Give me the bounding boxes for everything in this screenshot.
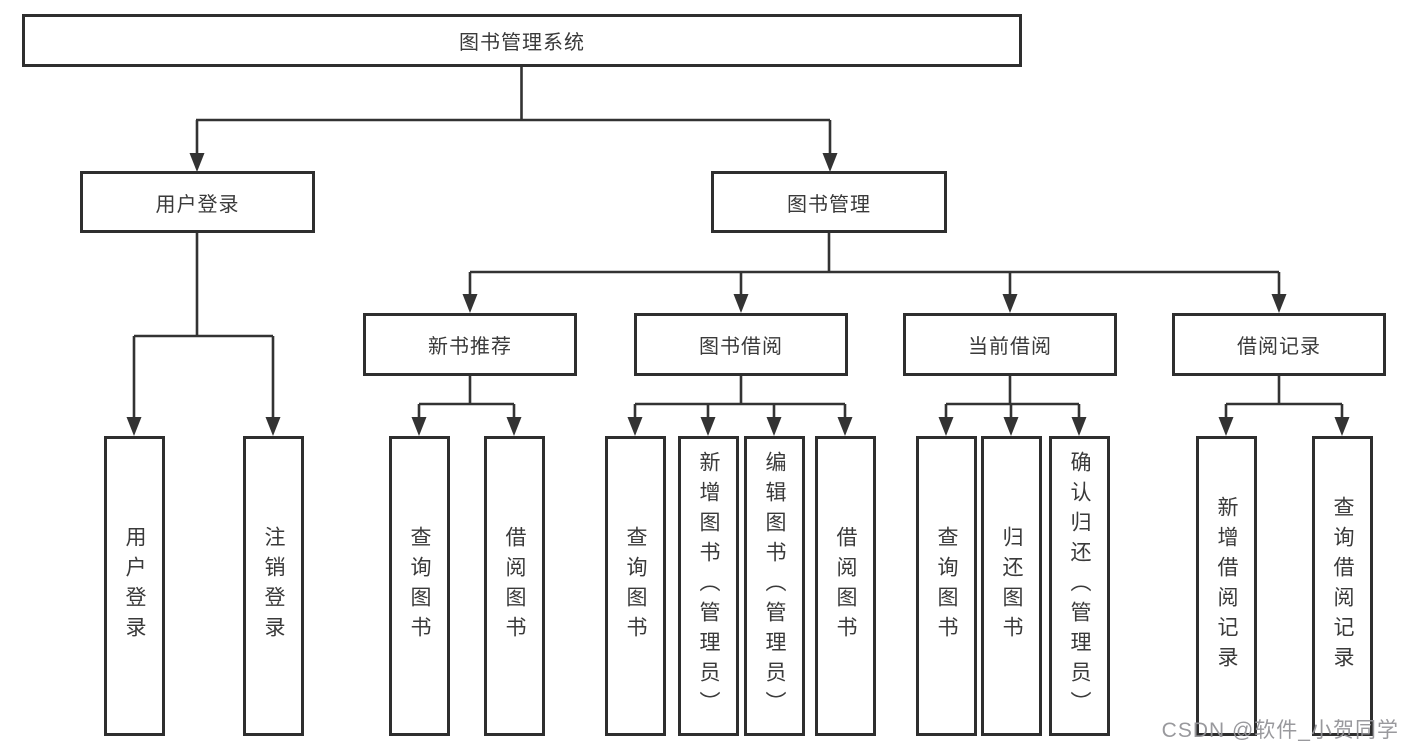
- node-new-book-recommendation-label: 新书推荐: [428, 336, 512, 358]
- leaf-logout: 注销登录: [243, 436, 304, 736]
- node-root-label: 图书管理系统: [459, 32, 585, 54]
- leaf-current-return-books-label: 归还图书: [1000, 526, 1023, 646]
- leaf-borrowing-add-books-admin: 新增图书（管理员）: [678, 436, 739, 736]
- node-book-management: 图书管理: [711, 171, 947, 233]
- arrowhead-down-icon: [462, 294, 478, 313]
- leaf-current-return-books: 归还图书: [981, 436, 1042, 736]
- connector-user-login-to-leaves: [132, 232, 275, 418]
- node-current-borrowing-label: 当前借阅: [968, 336, 1052, 358]
- node-new-book-recommendation: 新书推荐: [363, 313, 577, 376]
- arrowhead-down-icon: [700, 417, 716, 436]
- node-current-borrowing: 当前借阅: [903, 313, 1117, 376]
- connector-root-to-level2: [195, 66, 832, 154]
- leaf-borrowing-add-books-admin-label: 新增图书（管理员）: [697, 451, 720, 721]
- arrowhead-down-icon: [627, 417, 643, 436]
- arrowhead-down-icon: [189, 153, 205, 172]
- leaf-logout-label: 注销登录: [262, 526, 285, 646]
- node-borrowing-records-label: 借阅记录: [1237, 336, 1321, 358]
- arrowheads: [126, 153, 1350, 436]
- leaf-current-confirm-return-admin-label: 确认归还（管理员）: [1068, 451, 1091, 721]
- arrowhead-down-icon: [411, 417, 427, 436]
- arrowhead-down-icon: [506, 417, 522, 436]
- arrowhead-down-icon: [1002, 294, 1018, 313]
- connector-book-borrow-to-leaves: [633, 375, 847, 418]
- arrowhead-down-icon: [126, 417, 142, 436]
- connector-current-borrow-to-leaves: [944, 375, 1081, 418]
- leaf-borrowing-query-books: 查询图书: [605, 436, 666, 736]
- node-root: 图书管理系统: [22, 14, 1022, 67]
- leaf-borrowing-borrow-books: 借阅图书: [815, 436, 876, 736]
- leaf-borrowing-edit-books-admin-label: 编辑图书（管理员）: [763, 451, 786, 721]
- arrowhead-down-icon: [733, 294, 749, 313]
- leaf-borrowing-query-books-label: 查询图书: [624, 526, 647, 646]
- node-user-login-label: 用户登录: [155, 193, 240, 216]
- arrowhead-down-icon: [265, 417, 281, 436]
- arrowhead-down-icon: [837, 417, 853, 436]
- connector-book-mgmt-to-level3: [468, 232, 1281, 295]
- leaf-newrec-query-books: 查询图书: [389, 436, 450, 736]
- leaf-borrowing-borrow-books-label: 借阅图书: [834, 526, 857, 646]
- leaf-records-query-record: 查询借阅记录: [1312, 436, 1373, 736]
- arrowhead-down-icon: [1003, 417, 1019, 436]
- leaf-current-confirm-return-admin: 确认归还（管理员）: [1049, 436, 1110, 736]
- node-book-borrowing-label: 图书借阅: [699, 336, 783, 358]
- leaf-borrowing-edit-books-admin: 编辑图书（管理员）: [744, 436, 805, 736]
- leaf-user-login: 用户登录: [104, 436, 165, 736]
- leaf-records-add-record: 新增借阅记录: [1196, 436, 1257, 736]
- leaf-user-login-label: 用户登录: [123, 526, 146, 646]
- arrowhead-down-icon: [822, 153, 838, 172]
- arrowhead-down-icon: [1218, 417, 1234, 436]
- node-book-management-label: 图书管理: [787, 193, 871, 216]
- connector-new-book-rec-to-leaves: [417, 375, 516, 418]
- leaf-newrec-query-books-label: 查询图书: [408, 526, 431, 646]
- watermark: CSDN @软件_小贺同学: [1161, 719, 1399, 742]
- arrowhead-down-icon: [938, 417, 954, 436]
- leaf-current-query-books-label: 查询图书: [935, 526, 958, 646]
- arrowhead-down-icon: [1334, 417, 1350, 436]
- leaf-records-query-record-label: 查询借阅记录: [1331, 496, 1354, 676]
- arrowhead-down-icon: [1271, 294, 1287, 313]
- leaf-current-query-books: 查询图书: [916, 436, 977, 736]
- node-user-login: 用户登录: [80, 171, 315, 233]
- leaf-newrec-borrow-books: 借阅图书: [484, 436, 545, 736]
- leaf-records-add-record-label: 新增借阅记录: [1215, 496, 1238, 676]
- arrowhead-down-icon: [1071, 417, 1087, 436]
- node-book-borrowing: 图书借阅: [634, 313, 848, 376]
- leaf-newrec-borrow-books-label: 借阅图书: [503, 526, 526, 646]
- connector-borrow-records-to-leaves: [1224, 375, 1344, 418]
- node-borrowing-records: 借阅记录: [1172, 313, 1386, 376]
- arrowhead-down-icon: [766, 417, 782, 436]
